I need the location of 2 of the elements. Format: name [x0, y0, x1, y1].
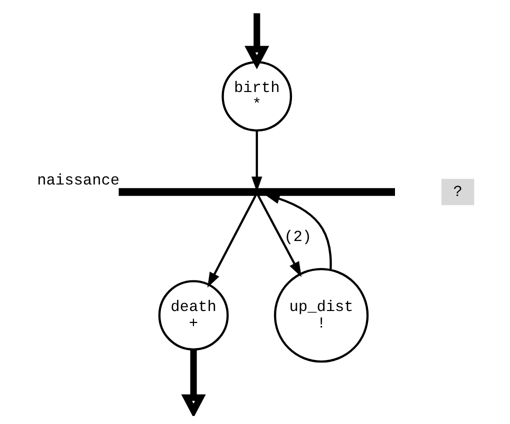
- node-label: naissance: [36, 172, 120, 190]
- edge-label: (2): [284, 228, 312, 246]
